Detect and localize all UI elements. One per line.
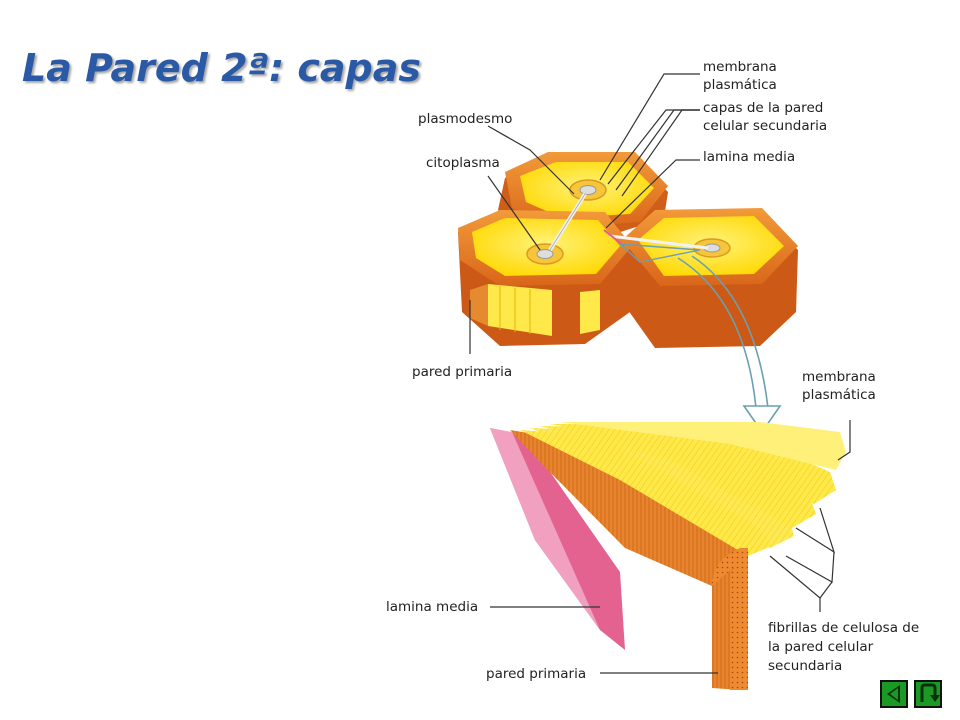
cell-left — [458, 210, 632, 346]
label-pared-primaria-bottom: pared primaria — [486, 666, 586, 682]
previous-slide-button[interactable] — [880, 680, 908, 708]
label-lamina-media-top: lamina media — [703, 149, 795, 165]
cell-right — [622, 208, 798, 348]
magnify-arrow — [619, 243, 782, 434]
labels: membrana plasmática capas de la pared ce… — [386, 59, 919, 682]
label-lamina-media-bottom: lamina media — [386, 599, 478, 615]
label-membrana-top-1: membrana — [703, 59, 777, 75]
label-fibrillas-2: la pared celular — [768, 639, 874, 655]
label-fibrillas-1: fibrillas de celulosa de — [768, 620, 919, 636]
label-membrana-right-2: plasmática — [802, 387, 876, 403]
label-plasmodesmo: plasmodesmo — [418, 111, 512, 127]
label-citoplasma: citoplasma — [426, 155, 500, 171]
label-membrana-right-1: membrana — [802, 369, 876, 385]
slide-title: La Pared 2ª: capas — [22, 46, 422, 90]
label-membrana-top-2: plasmática — [703, 77, 777, 93]
return-slide-button[interactable] — [914, 680, 942, 708]
return-arrow-icon — [920, 683, 940, 702]
triangle-left-icon — [887, 685, 900, 703]
label-pared-primaria-top: pared primaria — [412, 364, 512, 380]
leader-lines — [469, 73, 851, 674]
label-capas-2: celular secundaria — [703, 118, 827, 134]
label-capas-1: capas de la pared — [703, 100, 823, 116]
wall-section — [490, 422, 846, 690]
label-fibrillas-3: secundaria — [768, 658, 842, 674]
cell-group-top — [458, 152, 798, 348]
